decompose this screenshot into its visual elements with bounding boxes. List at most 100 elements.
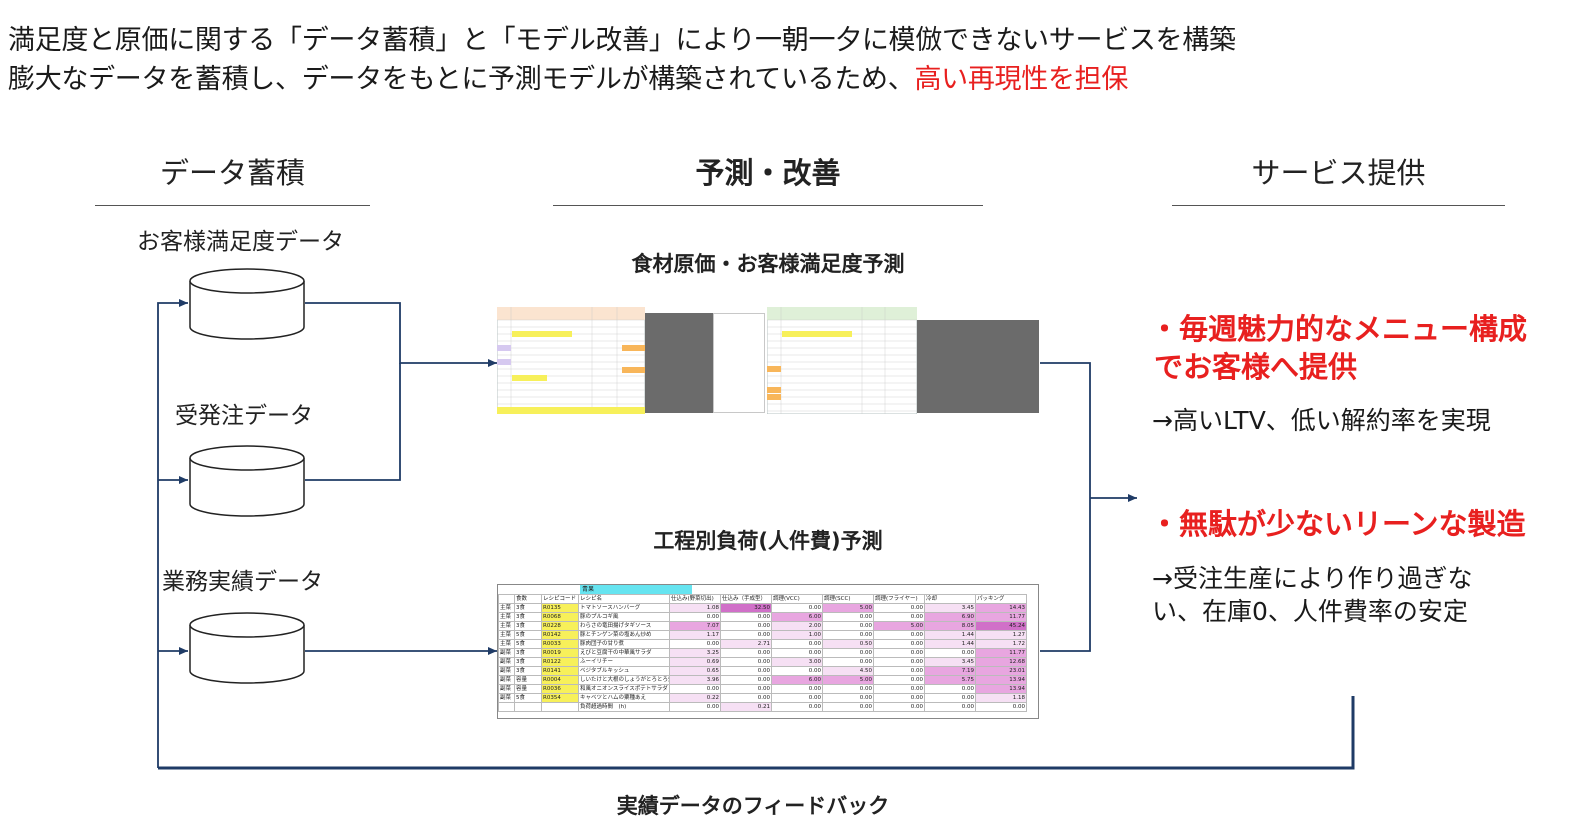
workload-table-cell: 6.90 [924, 612, 976, 622]
workload-table-cell: 0.00 [669, 702, 721, 712]
spreadsheet-grid-cost [496, 306, 646, 415]
workload-table: 食数レシピコードレシピ名仕込み(野菜切出)仕込み（手成型）調理(VCC)調理(S… [498, 594, 1027, 712]
workload-table-cell: ふーイリチー [578, 657, 670, 667]
workload-table-cell: 主菜 [498, 630, 515, 640]
workload-table-cell: 3食 [514, 666, 542, 676]
workload-spreadsheet: 青果 食数レシピコードレシピ名仕込み(野菜切出)仕込み（手成型）調理(VCC)調… [497, 584, 1039, 719]
workload-table-cell: 0.00 [822, 693, 874, 703]
workload-table-cell: 0.00 [720, 666, 772, 676]
workload-table-cell: 副菜 [498, 657, 515, 667]
workload-table-cell: 3食 [514, 648, 542, 658]
workload-table-cell: 豚のプルコギ風 [578, 612, 670, 622]
workload-table-cell: 容量 [514, 684, 542, 694]
workload-table-cell: 副菜 [498, 693, 515, 703]
spreadsheet-thumbnail-satisfaction [766, 306, 918, 415]
source-label-orders: 受発注データ [175, 403, 313, 429]
workload-table-cell: 0.00 [771, 603, 823, 613]
workload-column-header: 調理(SCC) [822, 594, 874, 604]
workload-table-cell: 0.00 [771, 702, 823, 712]
workload-table-cell: 1.44 [924, 639, 976, 649]
workload-table-cell: 3.45 [924, 603, 976, 613]
column-header-predict: 予測・改善 [695, 156, 841, 190]
workload-table-cell: 3食 [514, 621, 542, 631]
workload-table-cell: 5.75 [924, 675, 976, 685]
workload-table-cell: R0036 [541, 684, 579, 694]
workload-table-cell: 0.00 [924, 684, 976, 694]
workload-table-cell: 副菜 [498, 675, 515, 685]
workload-table-cell [498, 702, 515, 712]
database-icon-orders [189, 445, 305, 517]
workload-table-cell: 0.00 [720, 621, 772, 631]
workload-table-cell: R0142 [541, 630, 579, 640]
benefit-lean-result-line-2: い、在庫0、人件費率の安定 [1152, 597, 1468, 626]
workload-table-cell: 5.00 [873, 621, 925, 631]
source-label-operations: 業務実績データ [162, 569, 323, 595]
workload-table-cell: 5.00 [822, 675, 874, 685]
workload-table-cell: 0.00 [873, 639, 925, 649]
workload-column-header: 冷却 [924, 594, 976, 604]
workload-table-cell [541, 702, 579, 712]
workload-table-cell: 1.44 [924, 630, 976, 640]
workload-table-cell: 14.43 [975, 603, 1027, 613]
workload-table-cell: 0.00 [822, 684, 874, 694]
workload-table-cell: R0135 [541, 603, 579, 613]
workload-table-cell: 副菜 [498, 684, 515, 694]
workload-table-cell: 0.00 [873, 612, 925, 622]
workload-table-cell: 負荷超過時間 (h) [578, 702, 670, 712]
workload-table-cell: しいたけと大根のしょうがとろとろ煮 [578, 675, 670, 685]
workload-table-cell: 13.94 [975, 675, 1027, 685]
workload-table-cell: 0.00 [771, 693, 823, 703]
workload-table-cell: 0.65 [669, 666, 721, 676]
workload-table-cell: 5食 [514, 630, 542, 640]
workload-table-cell: 1.00 [771, 630, 823, 640]
workload-table-cell: 0.00 [720, 612, 772, 622]
workload-table-cell: 3.96 [669, 675, 721, 685]
workload-table-cell: 0.00 [924, 693, 976, 703]
workload-table-cell: 0.00 [720, 648, 772, 658]
workload-table-cell: 0.00 [873, 657, 925, 667]
workload-table-cell: 0.00 [822, 612, 874, 622]
workload-table-cell: 0.00 [669, 639, 721, 649]
workload-table-cell: 11.77 [975, 648, 1027, 658]
workload-table-cell: 0.00 [669, 684, 721, 694]
workload-table-cell: 0.00 [873, 603, 925, 613]
workload-table-cell: 豚肉団子の甘り煮 [578, 639, 670, 649]
workload-table-cell: 13.94 [975, 684, 1027, 694]
workload-table-cell: 0.00 [822, 648, 874, 658]
benefit-menu-title: ・毎週魅力的なメニュー構成 でお客様へ提供 [1150, 310, 1527, 386]
workload-table-cell: R0004 [541, 675, 579, 685]
workload-table-cell: 1.08 [669, 603, 721, 613]
source-label-satisfaction: お客様満足度データ [137, 229, 344, 255]
workload-table-cell: 豚とチンゲン菜の塩あん炒め [578, 630, 670, 640]
workload-table-cell: 0.00 [873, 648, 925, 658]
workload-table-cell: 副菜 [498, 648, 515, 658]
column-header-data: データ蓄積 [159, 156, 305, 190]
workload-table-cell: 1.72 [975, 639, 1027, 649]
column-header-service: サービス提供 [1251, 156, 1426, 190]
workload-column-header [498, 594, 515, 604]
workload-table-cell: 12.68 [975, 657, 1027, 667]
redacted-block-cost [645, 313, 713, 413]
workload-table-cell: R0228 [541, 621, 579, 631]
workload-table-cell: 0.00 [873, 630, 925, 640]
workload-table-cell: 主菜 [498, 621, 515, 631]
spreadsheet-header-cell: 青果 [580, 585, 692, 594]
workload-table-cell: 3食 [514, 612, 542, 622]
headline-line-2-text: 膨大なデータを蓄積し、データをもとに予測モデルが構築されているため、 [8, 64, 915, 95]
workload-table-cell: 主菜 [498, 612, 515, 622]
workload-table-cell: 0.00 [873, 693, 925, 703]
connector-db2-to-model [305, 363, 401, 481]
workload-table-cell: 0.00 [822, 702, 874, 712]
workload-column-header: 調理(VCC) [771, 594, 823, 604]
model-title-workload: 工程別負荷(人件費)予測 [653, 529, 883, 553]
workload-table-cell: 3.25 [669, 648, 721, 658]
feedback-loop-line [158, 696, 1355, 770]
workload-table-cell: 主菜 [498, 639, 515, 649]
